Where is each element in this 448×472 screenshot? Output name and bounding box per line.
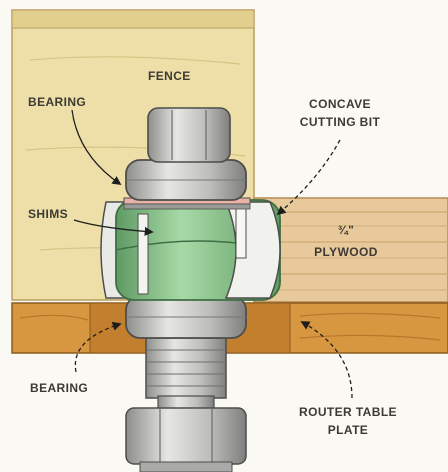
arrow-router-plate (300, 321, 353, 399)
concave-cutting-bit (100, 199, 281, 301)
label-shims: SHIMS (28, 207, 68, 221)
label-bearing-bottom: BEARING (30, 381, 88, 395)
label-plywood-fraction: ¾" (338, 223, 355, 237)
label-cutting-bit: CUTTING BIT (300, 115, 381, 129)
upper-bearing (125, 159, 247, 201)
collet-nut (125, 407, 247, 472)
arrow-bearing-top (71, 109, 122, 186)
label-fence: FENCE (148, 69, 191, 83)
label-concave: CONCAVE (309, 97, 371, 111)
arrow-bearing-bottom (74, 321, 122, 373)
label-router-table: ROUTER TABLE (299, 405, 397, 419)
arrow-shims (73, 219, 154, 236)
label-plate: PLATE (328, 423, 368, 437)
label-plywood: PLYWOOD (314, 245, 378, 259)
lower-bearing (125, 295, 247, 339)
leader-arrows (71, 109, 353, 399)
bit-shaft (145, 337, 227, 411)
label-bearing-top: BEARING (28, 95, 86, 109)
top-nut (147, 107, 231, 163)
arrow-cutting-bit (276, 139, 341, 216)
